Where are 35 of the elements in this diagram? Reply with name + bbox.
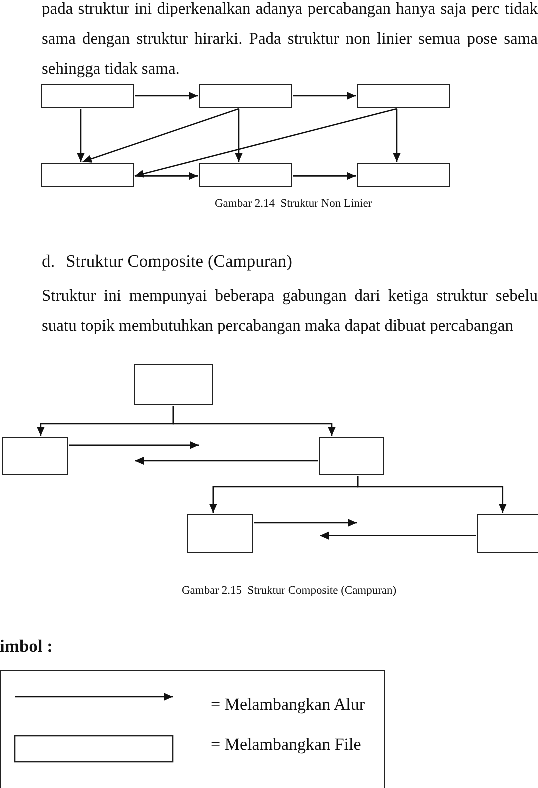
paragraph: Struktur ini mempunyai beberapa gabungan dari ketiga struktur sebelu suatu topik membutuhkan percabangan maka dapat dibuat percabangan (42, 285, 538, 337)
arrow (320, 532, 476, 540)
figure-caption: Gambar 2.15 Struktur Composite (Campuran) (182, 585, 397, 597)
arrow (254, 518, 357, 527)
figure-caption: Gambar 2.14 Struktur Non Linier (215, 198, 372, 210)
legend-text: = Melambangkan File (211, 735, 362, 755)
arrow (134, 108, 398, 178)
file-box (134, 364, 213, 405)
arrow (393, 109, 401, 162)
file-box (187, 514, 253, 553)
arrow (293, 172, 356, 180)
file-box (2, 437, 68, 475)
file-box (319, 437, 384, 475)
legend-heading: imbol : (0, 636, 53, 657)
file-box (199, 163, 292, 187)
file-box (357, 84, 450, 108)
arrow (77, 109, 85, 162)
file-box (199, 84, 292, 108)
file-box (357, 163, 450, 187)
list-marker: d. (42, 251, 56, 272)
paragraph: pada struktur ini diperkenalkan adanya percabangan hanya saja perc tidak sama dengan struktur hirarki. Pada struktur non linier semua pose sama sehingga tidak sama. (42, 0, 538, 80)
file-box (41, 163, 134, 187)
arrow (135, 456, 318, 465)
arrow (82, 108, 240, 163)
file-box (477, 514, 538, 553)
arrow (235, 109, 243, 162)
arrow (293, 92, 356, 100)
arrow (357, 476, 507, 513)
arrow (69, 441, 199, 450)
section-heading: Struktur Composite (Campuran) (66, 251, 293, 272)
legend-text: = Melambangkan Alur (211, 695, 366, 715)
arrow (172, 406, 336, 436)
arrow (135, 172, 198, 180)
arrow (135, 92, 198, 100)
file-box (41, 84, 134, 108)
